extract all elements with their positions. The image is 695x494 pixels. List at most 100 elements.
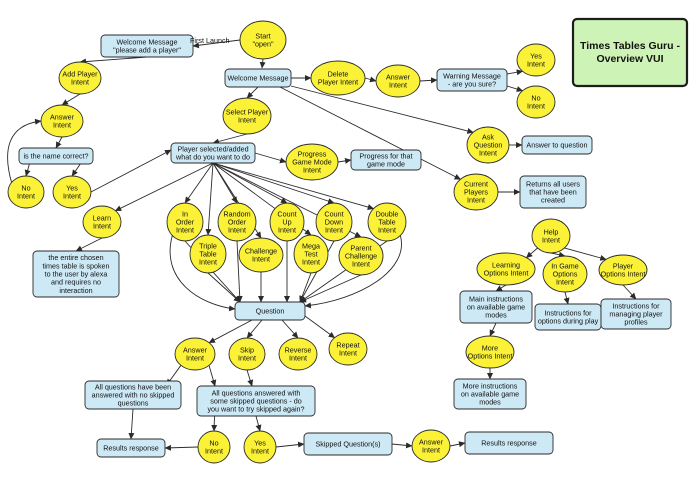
- node-label: Order: [176, 218, 195, 227]
- node-label: Players: [464, 188, 488, 197]
- results-response-right-box: Results response: [464, 431, 554, 455]
- connector-arrow: [564, 247, 607, 261]
- node-label: Learning: [492, 260, 520, 269]
- connector-arrow: [419, 77, 438, 84]
- connector-arrow: [525, 247, 538, 259]
- node-label: Intent: [303, 166, 321, 175]
- connector-arrow: [246, 319, 263, 339]
- start-ellipse: Start"open": [239, 20, 287, 60]
- connector-arrow: [114, 162, 214, 212]
- name-correct-box-box: is the name correct?: [18, 147, 94, 165]
- node-label: Intent: [238, 116, 256, 125]
- node-label: More: [482, 343, 498, 352]
- node-label: is the name correct?: [23, 152, 88, 161]
- connector-arrow: [205, 162, 214, 236]
- node-label: Intent: [199, 258, 217, 267]
- title-line: Times Tables Guru -: [580, 40, 680, 52]
- node-label: Returns all users: [526, 179, 580, 188]
- node-label: Challenge: [245, 246, 277, 255]
- node-label: Repeat: [336, 340, 359, 349]
- node-label: modes: [479, 398, 501, 407]
- node-label: times table is spoken: [42, 261, 109, 270]
- node-label: Mega: [302, 241, 320, 250]
- node-label: Player Intent: [318, 78, 358, 87]
- connector-arrow: [79, 56, 148, 65]
- node-label: Question: [256, 307, 285, 316]
- results-response-left-box: Results response: [96, 438, 166, 458]
- node-label: Intent: [289, 354, 307, 363]
- connector-arrow: [164, 444, 199, 451]
- node-label: Add Player: [62, 69, 98, 78]
- node-label: "please add a player": [113, 46, 181, 55]
- node-label: game mode: [367, 160, 405, 169]
- connector-arrow: [299, 274, 362, 303]
- welcome-message-box: Welcome Message: [224, 68, 292, 88]
- node-label: on available game: [461, 390, 519, 399]
- node-label: Intent: [17, 192, 35, 201]
- connector-arrow: [337, 157, 352, 164]
- connector-arrow: [495, 284, 507, 292]
- node-label: Intent: [467, 196, 485, 205]
- node-label: Intent: [228, 226, 246, 235]
- node-label: the entire chosen: [48, 253, 103, 262]
- node-label: Intent: [389, 81, 407, 90]
- connector-arrow: [212, 162, 335, 204]
- node-label: answered with no skipped: [92, 391, 175, 400]
- warning-message-box: Warning Message- are you sure?: [436, 68, 508, 92]
- connector-arrow: [550, 251, 566, 258]
- edge-labels: First Launch: [190, 36, 230, 45]
- node-label: questions: [118, 399, 149, 408]
- first-launch-label: First Launch: [190, 36, 230, 45]
- node-label: Down: [325, 218, 343, 227]
- node-label: Intent: [278, 226, 296, 235]
- node-label: Intent: [63, 192, 81, 201]
- connector-arrow: [304, 235, 402, 309]
- connector-arrow: [7, 118, 42, 185]
- connector-arrow: [391, 442, 413, 449]
- connector-arrow: [169, 235, 236, 312]
- node-label: Intent: [93, 222, 111, 231]
- node-label: - are you sure?: [448, 80, 496, 89]
- nodes: Start"open" Welcome Message "please add a …: [7, 20, 672, 464]
- node-label: Intent: [352, 260, 370, 269]
- node-label: Double: [376, 209, 399, 218]
- node-label: Help: [544, 227, 559, 236]
- node-label: Options Intent: [468, 352, 513, 361]
- node-label: Intent: [542, 236, 560, 245]
- node-label: Welcome Message: [228, 74, 289, 83]
- node-label: Random: [223, 209, 250, 218]
- node-label: Answer: [386, 72, 411, 81]
- node-label: Yes: [66, 183, 78, 192]
- node-label: Skipped Question(s): [315, 440, 380, 449]
- node-label: Skip: [240, 345, 254, 354]
- node-label: Intent: [479, 149, 497, 158]
- node-label: created: [541, 196, 565, 205]
- connector-arrow: [184, 162, 214, 204]
- connector-arrow: [255, 415, 262, 432]
- node-label: Game Mode: [292, 158, 332, 167]
